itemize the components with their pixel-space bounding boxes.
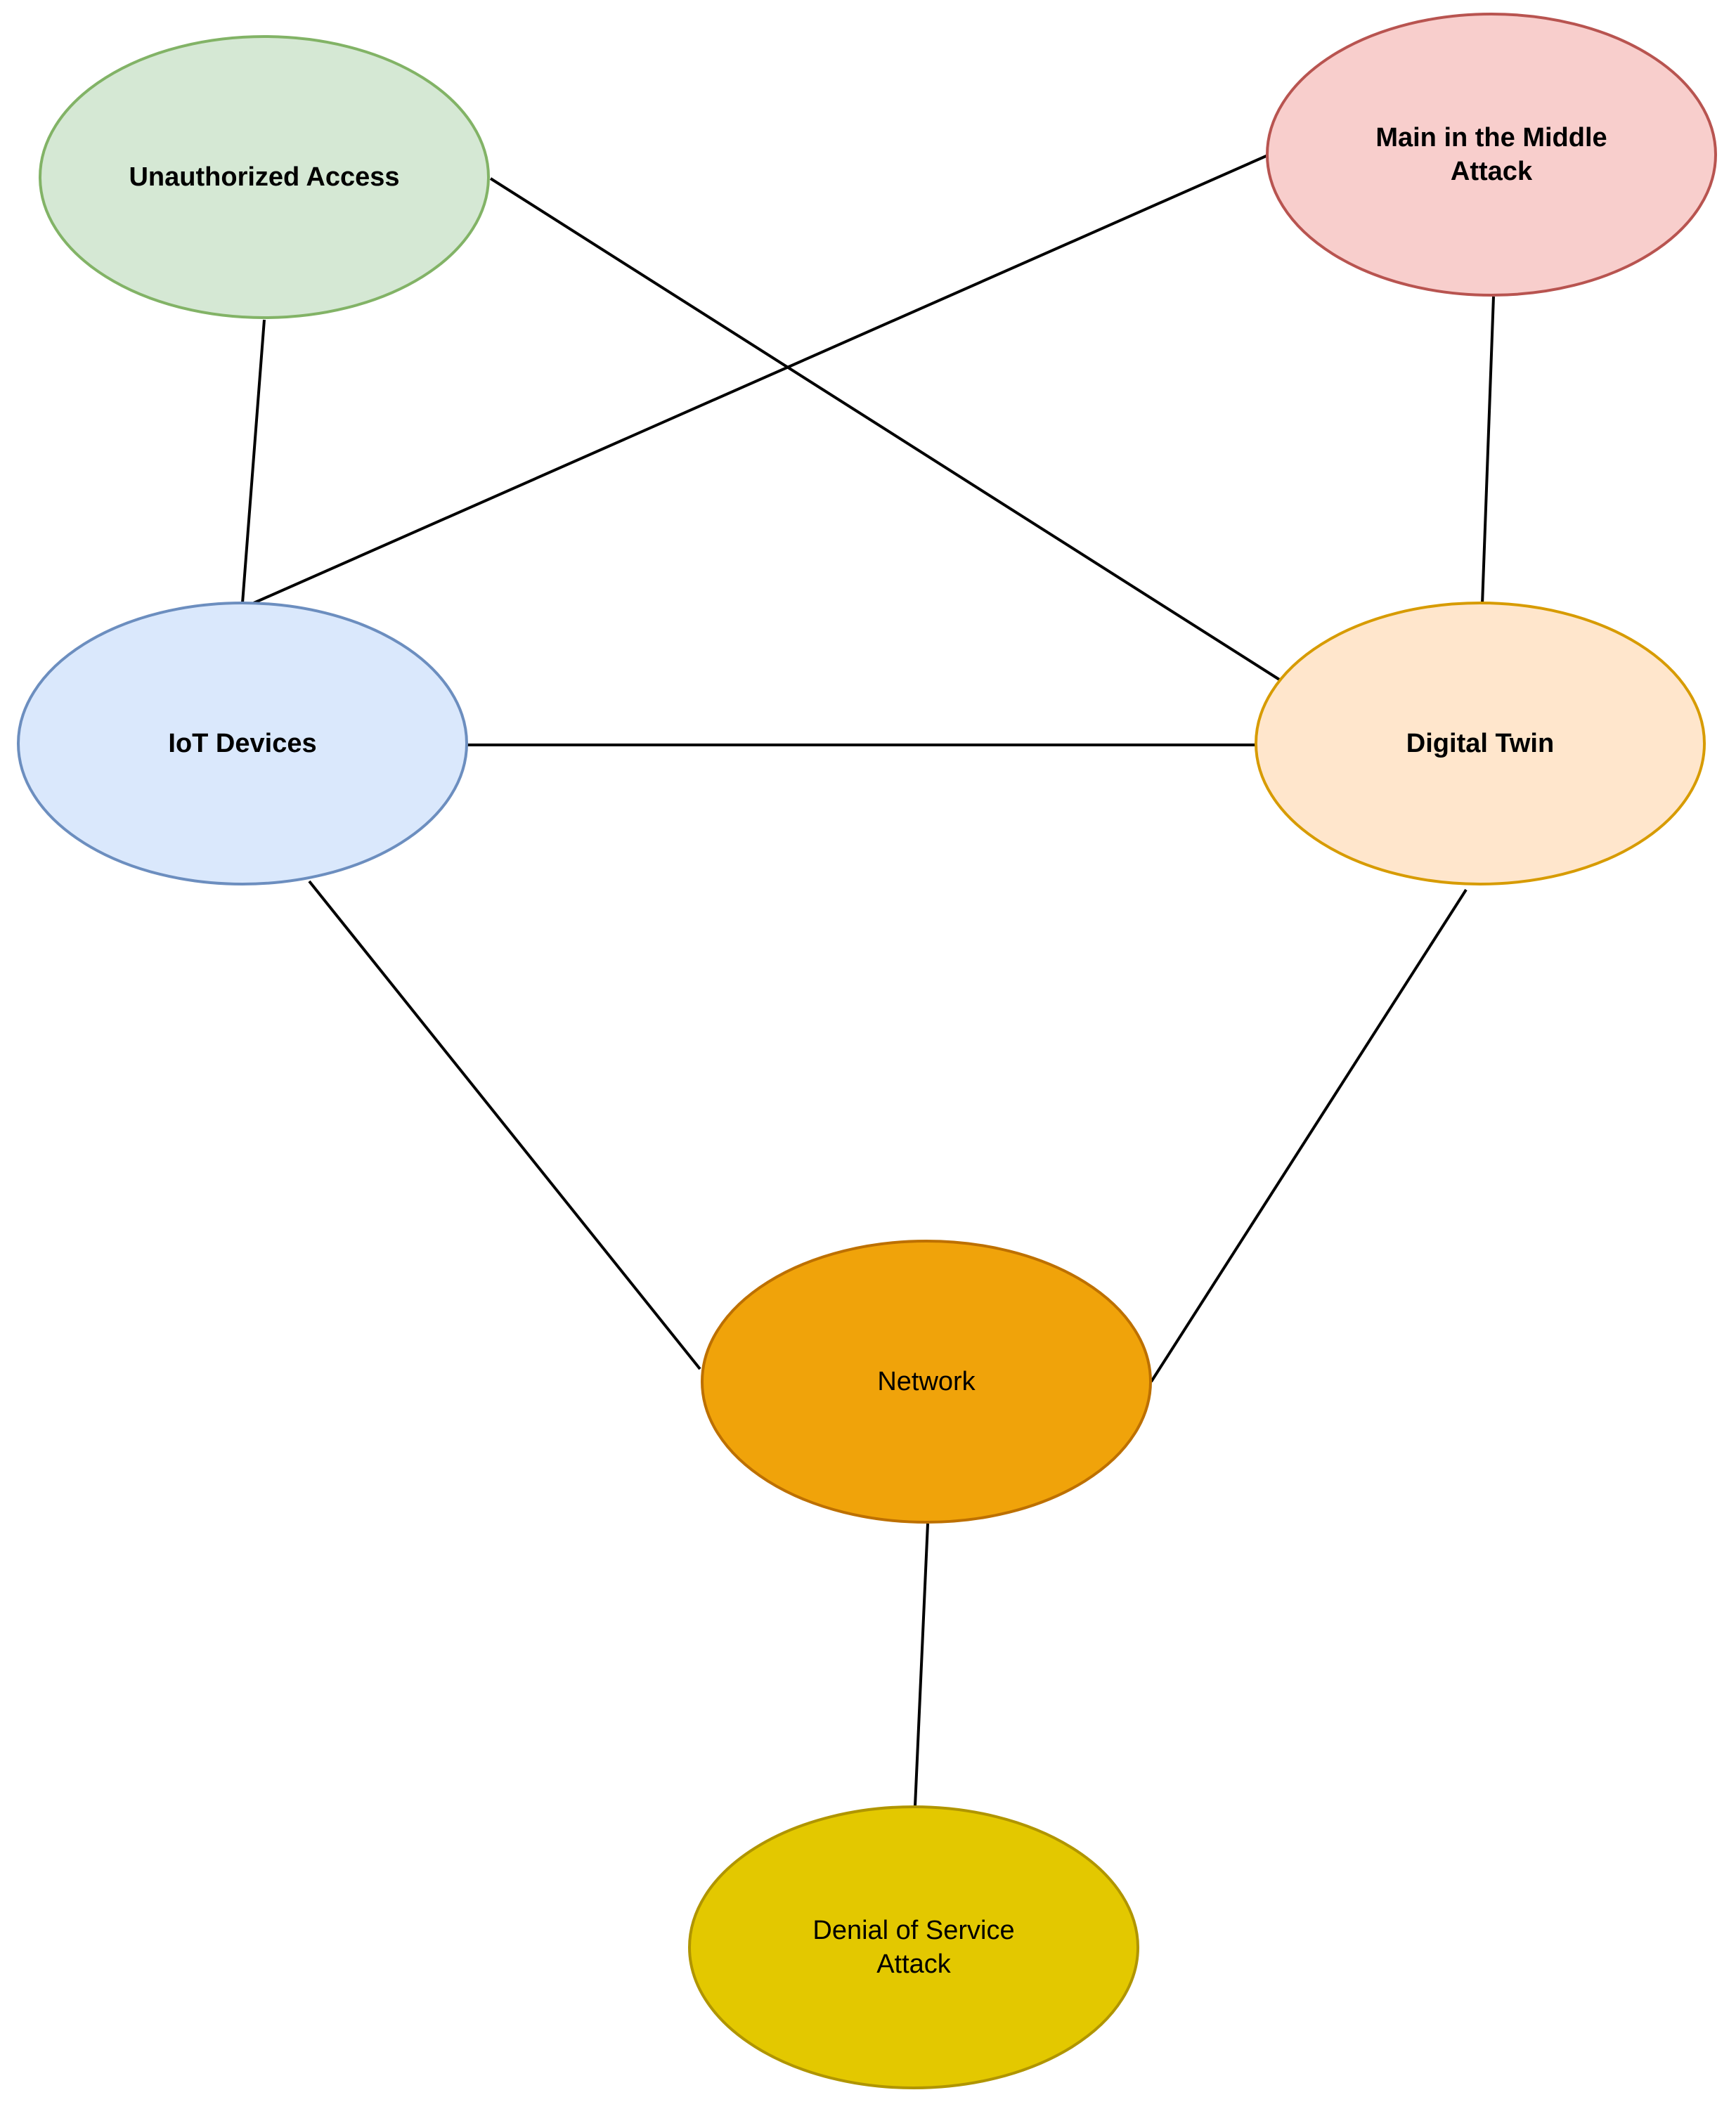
node-digital-twin: Digital Twin (1255, 602, 1706, 885)
edges-layer (241, 153, 1495, 1807)
node-dos-label: Denial of Service (812, 1916, 1014, 1945)
node-digital-twin-ellipse (1255, 602, 1706, 885)
node-dos-ellipse (688, 1805, 1139, 2089)
edge-unauthorized-access-to-iot-devices (241, 319, 266, 604)
nodes-layer: Unauthorized Access Main in the MiddleAtt… (17, 13, 1717, 2089)
node-unauthorized-access-ellipse (39, 35, 490, 319)
node-mitm-ellipse (1266, 13, 1717, 297)
edge-digital-twin-to-network (1150, 888, 1468, 1383)
edge-mitm-to-iot-devices (253, 153, 1270, 604)
node-iot-devices-label: IoT Devices (168, 729, 316, 758)
edge-unauthorized-access-to-digital-twin (489, 177, 1284, 683)
node-iot-devices-ellipse (17, 602, 468, 885)
node-digital-twin-label: Digital Twin (1406, 729, 1554, 758)
node-iot-devices: IoT Devices (17, 602, 468, 885)
node-mitm-label: Attack (1451, 157, 1533, 186)
edge-mitm-to-digital-twin (1481, 296, 1495, 605)
node-network-label: Network (877, 1367, 976, 1396)
node-unauthorized-access-label: Unauthorized Access (129, 162, 399, 192)
node-dos-label: Attack (876, 1949, 952, 1979)
edge-network-to-dos (914, 1523, 929, 1807)
edge-iot-devices-to-network (308, 880, 701, 1370)
node-network-ellipse (701, 1240, 1152, 1524)
node-mitm-label: Main in the Middle (1375, 123, 1607, 153)
node-unauthorized-access: Unauthorized Access (39, 35, 490, 319)
node-network: Network (701, 1240, 1152, 1524)
